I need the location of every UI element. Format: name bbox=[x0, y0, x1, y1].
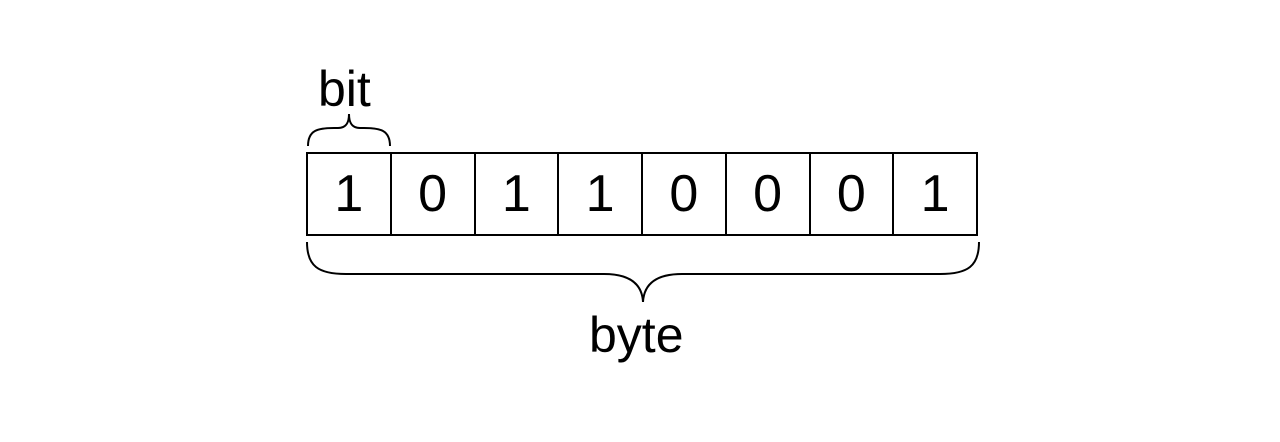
byte-row: 1 0 1 1 0 0 0 1 bbox=[306, 152, 978, 236]
bit-cell: 0 bbox=[811, 154, 895, 234]
bit-label: bit bbox=[318, 61, 371, 117]
bit-cell: 1 bbox=[559, 154, 643, 234]
bit-brace bbox=[307, 113, 391, 147]
byte-brace bbox=[306, 241, 980, 303]
bit-cell: 0 bbox=[727, 154, 811, 234]
byte-label: byte bbox=[589, 307, 684, 363]
bit-cell: 1 bbox=[476, 154, 560, 234]
bit-cell: 0 bbox=[643, 154, 727, 234]
bit-cell: 1 bbox=[308, 154, 392, 234]
bit-cell: 1 bbox=[920, 165, 950, 223]
bit-cell: 0 bbox=[392, 154, 476, 234]
